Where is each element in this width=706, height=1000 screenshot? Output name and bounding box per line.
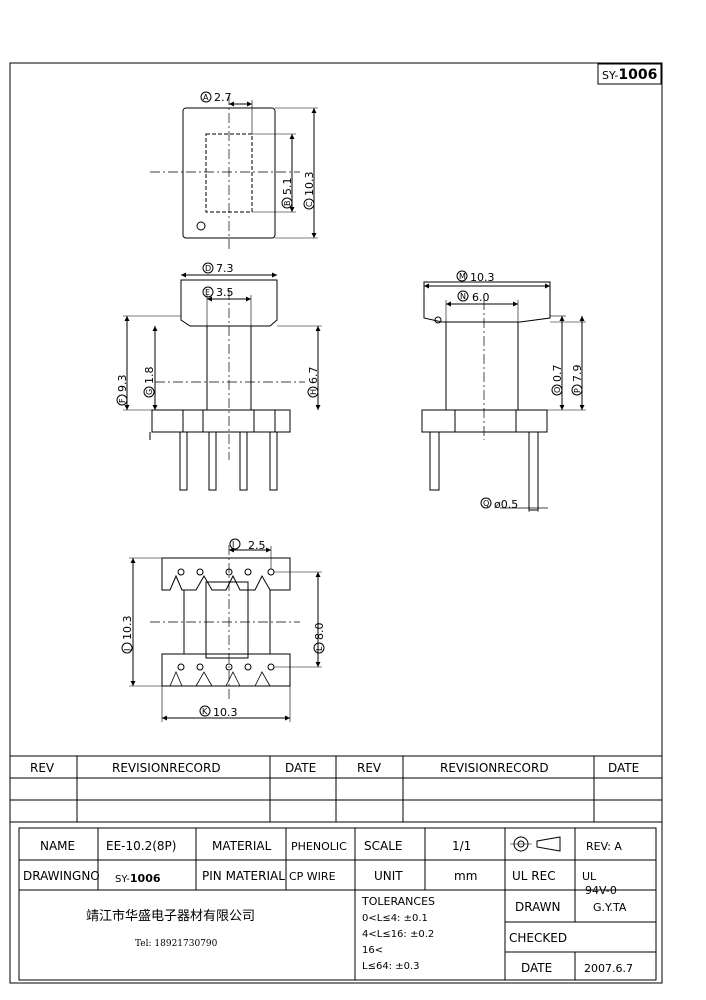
svg-text:D: D	[205, 264, 211, 273]
scale-label: SCALE	[364, 839, 402, 853]
svg-text:0.7: 0.7	[551, 365, 564, 383]
svg-text:I: I	[232, 540, 234, 549]
tolerances-title: TOLERANCES	[361, 895, 435, 908]
dimension-N-label: N 6.0	[457, 290, 490, 304]
svg-text:10.3: 10.3	[213, 706, 238, 719]
svg-text:H: H	[309, 389, 318, 395]
svg-text:5.1: 5.1	[281, 178, 294, 196]
svg-text:2.5: 2.5	[248, 539, 266, 552]
unit-value: mm	[454, 869, 477, 883]
drawn-label: DRAWN	[515, 900, 561, 914]
svg-text:10.3: 10.3	[470, 271, 495, 284]
dimension-J-label: J 10.3	[121, 616, 134, 654]
dimension-L-label: L 8.0	[313, 623, 326, 654]
ul-value-line2: 94V-0	[585, 884, 617, 897]
projection-symbol-icon	[510, 836, 561, 852]
unit-label: UNIT	[374, 869, 403, 883]
date-value: 2007.6.7	[584, 962, 633, 975]
drawing-no-value: SY-1006	[115, 872, 161, 885]
svg-text:C: C	[305, 201, 314, 207]
ul-value-line1: UL	[582, 870, 597, 883]
drawing-frame	[9, 62, 663, 984]
tolerance-line-1: 0<L≤4: ±0.1	[362, 913, 428, 924]
dimension-P-label: P 7.9	[571, 365, 584, 396]
material-label: MATERIAL	[212, 839, 272, 853]
svg-text:SY-1006: SY-1006	[602, 67, 657, 83]
dimension-H-label: H 6.7	[307, 367, 320, 398]
svg-text:N: N	[460, 292, 466, 301]
dimension-B-label: B 5.1	[281, 178, 294, 209]
dimension-F-label: F 9.3	[116, 375, 129, 406]
svg-text:E: E	[205, 288, 210, 297]
svg-text:10.3: 10.3	[303, 172, 316, 197]
svg-text:7.9: 7.9	[571, 365, 584, 383]
svg-text:K: K	[202, 707, 208, 716]
svg-text:6.7: 6.7	[307, 367, 320, 385]
bottom-view	[129, 545, 322, 722]
svg-text:9.3: 9.3	[116, 375, 129, 393]
drawn-value: G.Y.TA	[593, 901, 627, 914]
dimension-C-label: C 10.3	[303, 172, 316, 210]
svg-text:P: P	[573, 388, 582, 393]
revision-table	[10, 755, 662, 823]
svg-text:7.3: 7.3	[216, 262, 234, 275]
scale-value: 1/1	[452, 839, 471, 853]
pin-material-label: PIN MATERIAL	[202, 869, 285, 883]
rev-header-left: REV	[30, 761, 55, 775]
dimension-Q-label: Q ø0.5	[480, 497, 518, 511]
svg-text:F: F	[118, 398, 127, 403]
date-header-left: DATE	[285, 761, 316, 775]
svg-text:M: M	[459, 272, 466, 281]
svg-text:2.7: 2.7	[214, 91, 232, 104]
revision-record-header-left: REVISIONRECORD	[112, 761, 221, 775]
svg-text:A: A	[203, 93, 209, 102]
dimension-M-label: M 10.3	[456, 270, 495, 284]
name-label: NAME	[40, 839, 75, 853]
drawing-no-label: DRAWINGNO	[23, 869, 100, 883]
svg-text:ø0.5: ø0.5	[494, 498, 518, 511]
top-view	[150, 95, 318, 250]
svg-text:10.3: 10.3	[121, 616, 134, 641]
checked-label: CHECKED	[509, 931, 567, 945]
name-value: EE-10.2(8P)	[106, 839, 176, 853]
drawing-number-tag: SY-1006	[597, 63, 662, 85]
svg-text:Q: Q	[483, 499, 489, 508]
svg-text:1.8: 1.8	[143, 367, 156, 385]
ul-rec-label: UL REC	[512, 869, 556, 883]
svg-text:O: O	[553, 387, 562, 393]
svg-text:L: L	[315, 646, 324, 651]
material-value: PHENOLIC	[291, 840, 347, 853]
svg-text:G: G	[145, 389, 154, 395]
svg-text:6.0: 6.0	[472, 291, 490, 304]
rev-label: REV: A	[586, 840, 622, 853]
date-label: DATE	[521, 961, 552, 975]
date-header-right: DATE	[608, 761, 639, 775]
side-view	[421, 281, 586, 512]
dimension-E-label: E 3.5	[202, 286, 234, 299]
dimension-D-label: D 7.3	[202, 262, 234, 275]
front-view	[123, 272, 322, 491]
svg-text:J: J	[123, 649, 132, 652]
title-block	[18, 827, 657, 981]
dimension-I-label: I 2.5	[229, 538, 266, 552]
dimension-A-label: A 2.7	[200, 91, 232, 104]
svg-text:B: B	[283, 201, 292, 207]
svg-text:8.0: 8.0	[313, 623, 326, 641]
tolerance-line-4: L≤64: ±0.3	[362, 961, 420, 972]
dimension-K-label: K 10.3	[199, 705, 238, 719]
company-name: 靖江市华盛电子器材有限公司	[86, 908, 255, 924]
pin-material-value: CP WIRE	[289, 870, 336, 883]
rev-header-right: REV	[357, 761, 382, 775]
revision-record-header-right: REVISIONRECORD	[440, 761, 549, 775]
tolerance-line-3: 16<	[362, 945, 383, 956]
tolerance-line-2: 4<L≤16: ±0.2	[362, 929, 434, 940]
svg-text:3.5: 3.5	[216, 286, 234, 299]
dimension-G-label: G 1.8	[143, 367, 156, 398]
dimension-O-label: O 0.7	[551, 365, 564, 396]
company-tel: Tel: 18921730790	[135, 939, 218, 949]
